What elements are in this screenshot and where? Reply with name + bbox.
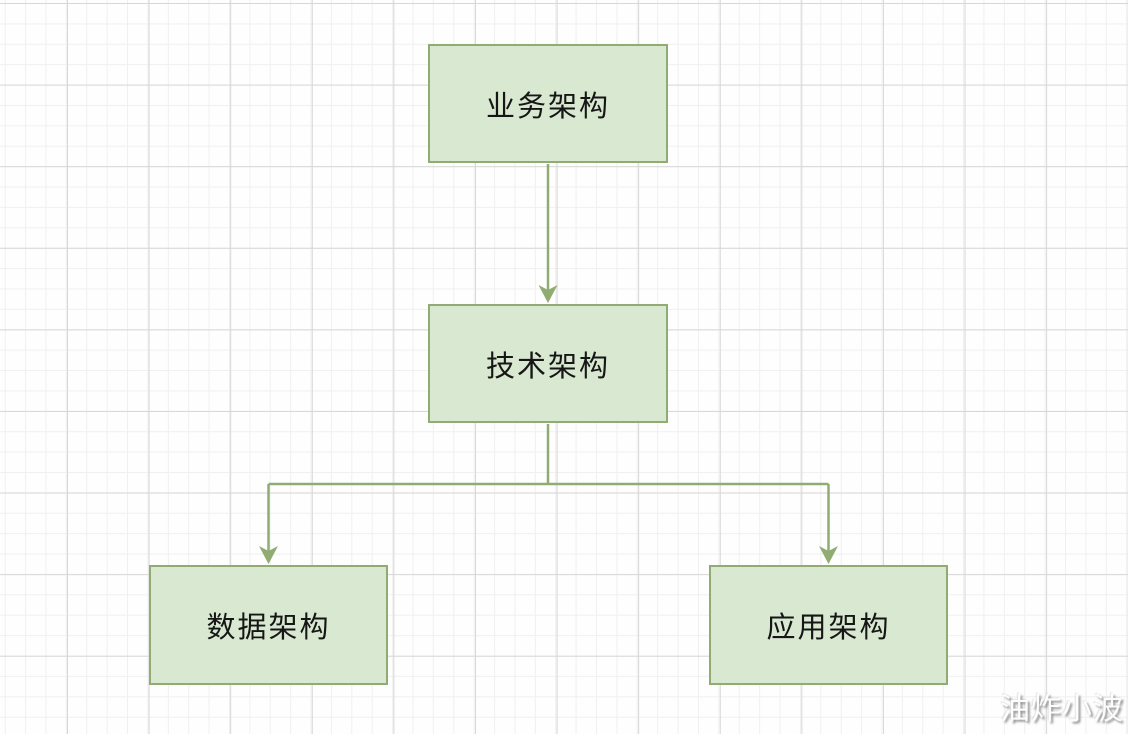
arrowhead-to-application — [819, 546, 838, 564]
node-application-architecture-label: 应用架构 — [766, 612, 891, 644]
node-application-architecture: 应用架构 — [709, 565, 948, 685]
node-business-architecture: 业务架构 — [428, 44, 668, 163]
node-technology-architecture-label: 技术架构 — [485, 350, 610, 383]
arrowhead-to-data — [259, 546, 278, 564]
node-technology-architecture: 技术架构 — [428, 304, 668, 423]
node-business-architecture-label: 业务架构 — [485, 90, 610, 123]
edge-technology-branch — [259, 424, 838, 564]
node-data-architecture: 数据架构 — [149, 565, 388, 685]
node-data-architecture-label: 数据架构 — [206, 612, 331, 644]
watermark: 油炸小波 — [1000, 693, 1124, 726]
edge-business-to-technology — [538, 164, 558, 303]
